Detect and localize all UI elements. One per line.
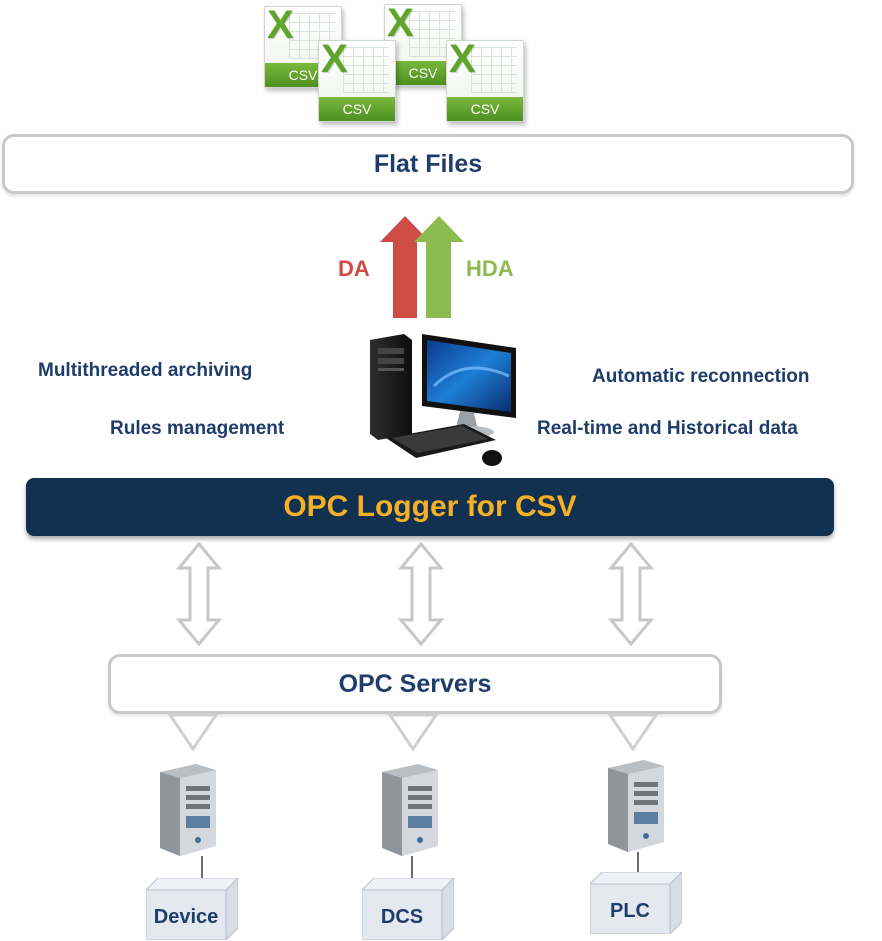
csv-label: CSV (319, 97, 395, 121)
feature-rules-management: Rules management (110, 418, 285, 439)
opc-logger-banner: OPC Logger for CSV (26, 478, 834, 536)
server-icon (608, 760, 664, 878)
hda-arrow-icon (414, 216, 464, 318)
da-label: DA (338, 256, 370, 281)
feature-multithreaded-archiving: Multithreaded archiving (38, 360, 253, 381)
csv-label: CSV (447, 97, 523, 121)
da-arrow-icon (380, 216, 430, 318)
double-arrow-icon (176, 542, 222, 646)
hda-label: HDA (466, 256, 514, 281)
endpoint-dcs-label: DCS (380, 905, 424, 928)
excel-x-icon: X (387, 1, 414, 45)
csv-file-icon: X CSV (446, 37, 524, 122)
opc-logger-label: OPC Logger for CSV (283, 490, 577, 523)
feature-automatic-reconnection: Automatic reconnection (592, 366, 810, 387)
down-triangle-icon (388, 713, 438, 752)
server-icon (160, 764, 216, 888)
server-icon (382, 764, 438, 888)
excel-x-icon: X (321, 37, 348, 81)
excel-x-icon: X (267, 3, 294, 47)
double-arrow-icon (398, 542, 444, 646)
feature-realtime-historical-data: Real-time and Historical data (537, 418, 798, 439)
opc-servers-label: OPC Servers (338, 669, 492, 698)
down-triangle-icon (608, 713, 658, 752)
da-hda-arrows (380, 216, 464, 318)
flat-files-label: Flat Files (373, 149, 483, 178)
opc-servers-box: OPC Servers (108, 654, 722, 714)
excel-x-icon: X (449, 37, 476, 81)
computer-icon (370, 334, 516, 466)
double-arrow-icon (608, 542, 654, 646)
endpoint-plc-label: PLC (610, 899, 650, 922)
flat-files-box: Flat Files (2, 134, 854, 194)
endpoint-device: Device (146, 878, 238, 940)
endpoint-device-label: Device (153, 905, 219, 928)
down-triangle-icon (168, 713, 218, 752)
endpoint-dcs: DCS (362, 878, 454, 940)
endpoint-plc: PLC (590, 872, 682, 934)
csv-file-icon: X CSV (318, 37, 396, 122)
